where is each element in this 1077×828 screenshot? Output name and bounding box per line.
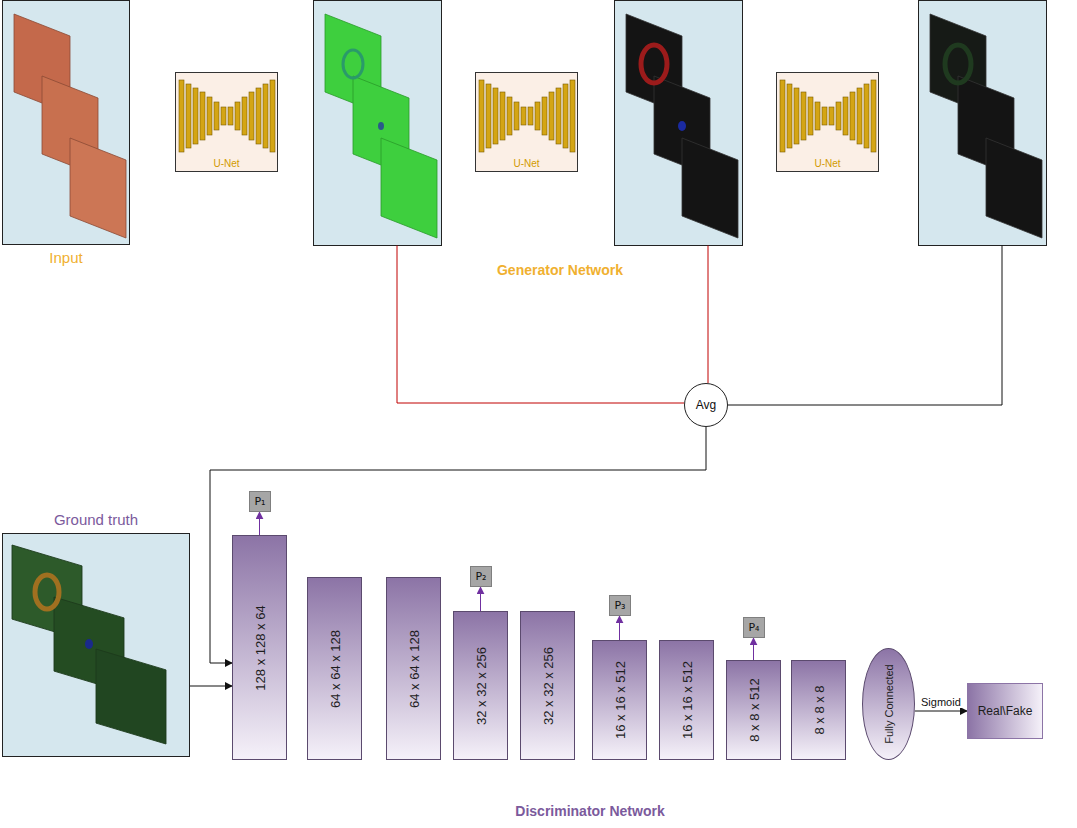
layer-block: 128 x 128 x 64 xyxy=(232,535,287,760)
layer-block: 64 x 64 x 128 xyxy=(307,577,362,760)
connector xyxy=(915,711,967,712)
node-text: Avg xyxy=(696,398,716,412)
green-images xyxy=(325,14,437,238)
section-title: Generator Network xyxy=(497,262,623,278)
unet-ground xyxy=(776,72,879,172)
node-text: Real\Fake xyxy=(978,704,1033,718)
layer-block: 32 x 32 x 256 xyxy=(453,611,508,760)
dark-images xyxy=(930,14,1042,238)
edge-label: Sigmoid xyxy=(920,696,962,708)
panel xyxy=(314,1,442,246)
output-tag: P₁ xyxy=(249,491,271,512)
unet-icon xyxy=(780,80,876,152)
node-text: 8 x 8 x 512 xyxy=(746,678,761,742)
node-text: 16 x 16 x 512 xyxy=(612,661,627,739)
unet-box: U-Net xyxy=(475,72,578,172)
wire xyxy=(708,246,709,384)
unet-icon xyxy=(179,80,275,152)
unet-ground xyxy=(175,72,278,172)
node-text: P₄ xyxy=(748,621,759,634)
panel-ground xyxy=(2,533,190,757)
node-text: 32 x 32 x 256 xyxy=(473,646,488,724)
panel xyxy=(615,1,743,246)
unet-box: U-Net xyxy=(175,72,278,172)
panel xyxy=(919,1,1047,246)
node-text: U-Net xyxy=(814,158,840,169)
node-text: P₂ xyxy=(475,570,486,583)
node-text: P₃ xyxy=(614,599,625,612)
connector xyxy=(190,686,232,687)
layer-block: 64 x 64 x 128 xyxy=(386,577,441,760)
connector xyxy=(619,616,620,640)
output-tag: P₂ xyxy=(470,566,492,587)
node-text: U-Net xyxy=(213,158,239,169)
output-tag: P₃ xyxy=(609,595,631,616)
output-tag: P₄ xyxy=(743,617,765,638)
input-images xyxy=(14,14,126,238)
layer-block: 16 x 16 x 512 xyxy=(592,640,647,760)
node-text: Ground truth xyxy=(54,511,138,528)
node-text: 128 x 128 x 64 xyxy=(252,605,267,690)
output-box: Real\Fake xyxy=(967,683,1043,739)
node-text: Input xyxy=(49,249,82,266)
wire xyxy=(397,246,684,404)
node-text: 32 x 32 x 256 xyxy=(540,646,555,724)
image-panel: Ground truth xyxy=(2,533,190,757)
connector xyxy=(480,587,481,611)
layer-block: 16 x 16 x 512 xyxy=(659,640,714,760)
layer-block: 32 x 32 x 256 xyxy=(520,611,575,760)
average-node: Avg xyxy=(684,383,728,427)
panel-ground xyxy=(2,0,130,245)
node-text: 64 x 64 x 128 xyxy=(327,629,342,707)
image-panel: Input xyxy=(2,0,130,245)
dense-ellipse: Fully Connected xyxy=(862,648,915,760)
layer-block: 8 x 8 x 8 xyxy=(791,660,846,760)
truth-images xyxy=(12,545,166,744)
node-text: 8 x 8 x 8 xyxy=(811,685,826,734)
node-text: Fully Connected xyxy=(883,664,895,744)
connector xyxy=(259,512,260,535)
unet-ground xyxy=(475,72,578,172)
unet-box: U-Net xyxy=(776,72,879,172)
node-text: 64 x 64 x 128 xyxy=(406,629,421,707)
section-title: Discriminator Network xyxy=(515,803,664,819)
layer-block: 8 x 8 x 512 xyxy=(726,660,781,760)
node-text: 16 x 16 x 512 xyxy=(679,661,694,739)
wire xyxy=(728,246,1002,406)
node-text: U-Net xyxy=(513,158,539,169)
node-text: P₁ xyxy=(254,495,265,508)
unet-icon xyxy=(479,80,575,152)
connector xyxy=(753,638,754,660)
dark-images xyxy=(626,14,738,238)
